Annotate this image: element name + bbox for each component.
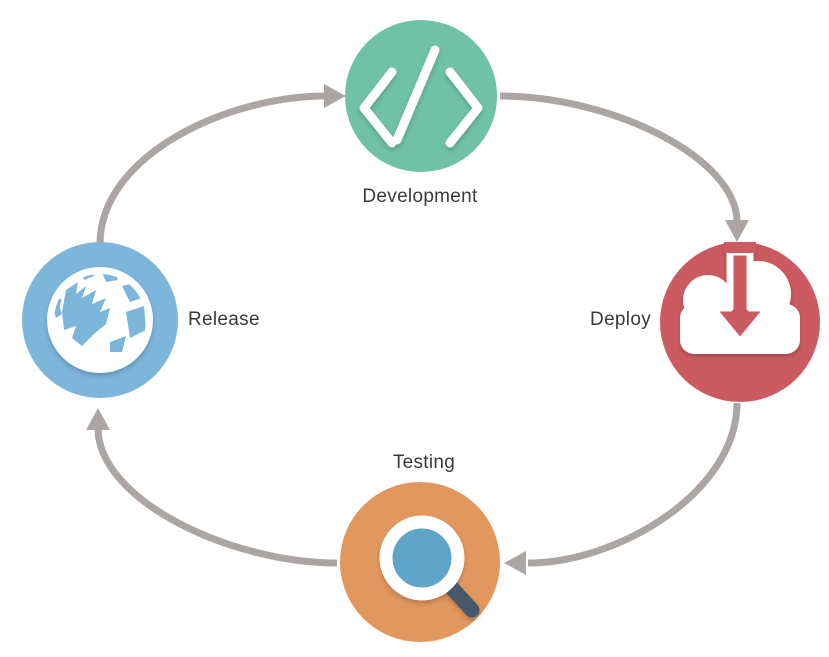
node-release: [22, 242, 178, 398]
arrow-testing-to-release: [94, 427, 338, 567]
arrow-deploy-to-testing: [527, 402, 741, 567]
label-development: Development: [362, 186, 478, 207]
magnifier-handle: [442, 578, 480, 618]
node-development: [345, 20, 497, 172]
node-deploy: [660, 242, 820, 402]
arrow-development-to-deploy: [499, 92, 741, 223]
cloud-download-icon: [680, 242, 800, 354]
magnifier-lens: [379, 515, 465, 601]
magnifier-icon: [379, 515, 480, 618]
arrowhead-up-icon: [86, 408, 110, 430]
code-icon: [359, 45, 483, 148]
arrow-heads: [86, 84, 749, 575]
node-testing: [340, 482, 500, 642]
label-release: Release: [188, 309, 260, 330]
arrow-notch-mask: [724, 242, 756, 253]
arrowhead-left-icon: [504, 551, 526, 575]
arrow-release-to-development: [96, 92, 327, 245]
arrowhead-down-icon: [725, 220, 749, 242]
arrowhead-right-icon: [324, 84, 346, 108]
arrow-arcs: [94, 92, 741, 567]
label-testing: Testing: [392, 452, 456, 473]
download-arrow: [708, 248, 772, 346]
label-deploy: Deploy: [590, 309, 651, 330]
globe-icon: [47, 267, 153, 373]
